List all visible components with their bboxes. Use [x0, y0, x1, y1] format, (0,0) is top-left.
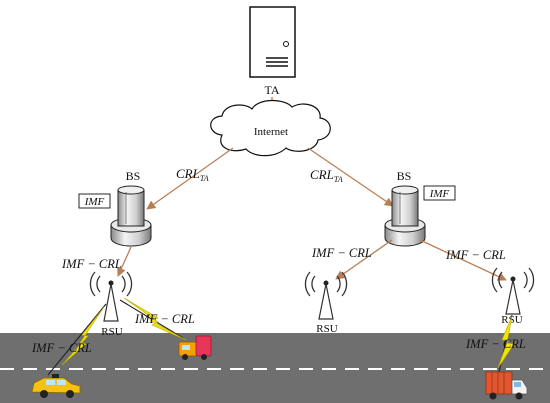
imf-crl-right-label: IMF − CRL	[445, 248, 506, 262]
imf-crl-road-right-label: IMF − CRL	[465, 337, 526, 351]
rsu-left-antenna-icon	[89, 271, 133, 322]
internet-cloud-icon	[210, 99, 331, 157]
rsu-mid-antenna-icon	[304, 271, 348, 320]
imf-crl-truck-label: IMF − CRL	[134, 312, 195, 326]
imf-right-badge: IMF	[423, 185, 456, 201]
bs-left-label: BS	[126, 169, 141, 183]
rsu-right-label: RSU	[501, 314, 522, 326]
taxi-car-icon	[31, 374, 81, 398]
bs-right-to-rsu-mid-arrow	[335, 239, 393, 280]
internet-to-bs-right-arrow	[307, 147, 394, 207]
imf-left-badge: IMF	[78, 193, 111, 209]
ta-server-icon	[249, 6, 296, 78]
rsu-mid-label: RSU	[316, 323, 337, 335]
bs-left-tower-icon	[110, 185, 152, 247]
road	[0, 333, 550, 403]
rsu-left-label: RSU	[101, 326, 122, 338]
crl-ta-right-label: CRLTA	[310, 167, 343, 184]
ta-label: TA	[264, 83, 279, 97]
bs-left-to-rsu-arrow	[117, 246, 132, 277]
imf-crl-taxi-label: IMF − CRL	[31, 341, 92, 355]
lightning-rsu-to-taxi-icon	[47, 303, 107, 376]
van-icon	[178, 335, 212, 360]
crl-ta-left-label: CRLTA	[176, 166, 209, 183]
lightning-rsu-to-truck-icon	[497, 314, 515, 373]
bs-right-to-rsu-right-arrow	[419, 239, 507, 281]
internet-label: Internet	[254, 126, 288, 138]
internet-to-bs-left-arrow	[146, 147, 234, 210]
svg-text:IMF: IMF	[84, 196, 105, 208]
bs-right-label: BS	[397, 169, 412, 183]
svg-text:IMF: IMF	[429, 188, 450, 200]
rsu-right-antenna-icon	[491, 267, 535, 315]
imf-crl-left-label: IMF − CRL	[61, 257, 122, 271]
truck-icon	[485, 371, 528, 400]
imf-crl-mid-label: IMF − CRL	[311, 246, 372, 260]
bs-right-tower-icon	[384, 185, 426, 247]
lightning-rsu-to-van-icon	[119, 297, 187, 341]
